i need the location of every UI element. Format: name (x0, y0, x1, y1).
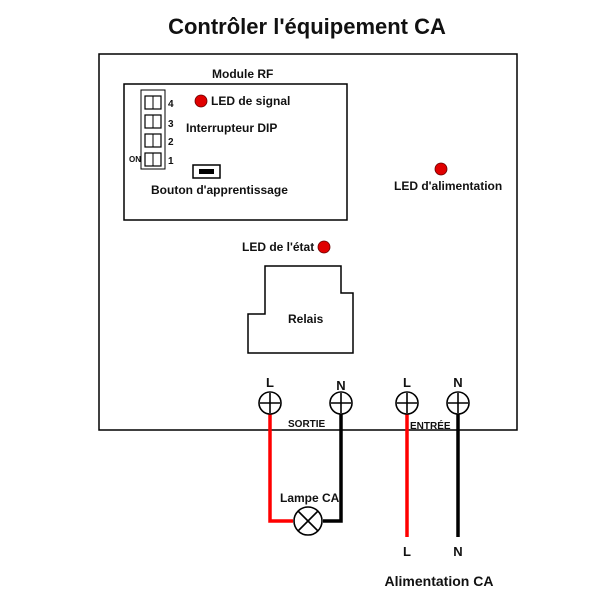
output-l-terminal (258, 391, 282, 415)
supply-label: Alimentation CA (385, 573, 494, 589)
learn-button (192, 164, 221, 179)
input-n-label: N (453, 375, 462, 390)
dip-number-1: 1 (168, 156, 174, 167)
dip-number-2: 2 (168, 137, 174, 148)
dip-number-4: 4 (168, 99, 174, 110)
relay (247, 265, 354, 354)
relay-label: Relais (288, 312, 324, 326)
rf-module-label: Module RF (212, 67, 273, 81)
output-n-terminal (329, 391, 353, 415)
status-led (317, 240, 331, 254)
signal-led (194, 94, 208, 108)
input-l-label: L (403, 375, 411, 390)
output-live-wire (268, 403, 293, 523)
power-led (434, 162, 448, 176)
lamp-label: Lampe CA (280, 491, 340, 505)
output-neutral-wire (323, 403, 343, 523)
dip-switch-label: Interrupteur DIP (186, 121, 277, 135)
output-l-label: L (266, 375, 274, 390)
controller-board (98, 53, 518, 431)
dip-switch (140, 89, 166, 170)
lamp-icon (293, 506, 323, 536)
input-label: ENTRÉE (410, 419, 451, 432)
signal-led-label: LED de signal (211, 94, 290, 108)
diagram-title: Contrôler l'équipement CA (168, 14, 446, 39)
supply-n-label: N (453, 544, 462, 559)
learn-button-label: Bouton d'apprentissage (151, 183, 288, 197)
supply-l-label: L (403, 544, 411, 559)
power-led-label: LED d'alimentation (394, 179, 502, 193)
dip-number-3: 3 (168, 119, 174, 130)
output-label: SORTIE (288, 419, 326, 430)
output-n-label: N (336, 378, 345, 393)
rf-module (123, 83, 348, 221)
input-n-terminal (446, 391, 470, 415)
input-l-terminal (395, 391, 419, 415)
status-led-label: LED de l'état (242, 240, 314, 254)
dip-on-label: ON (129, 155, 141, 164)
